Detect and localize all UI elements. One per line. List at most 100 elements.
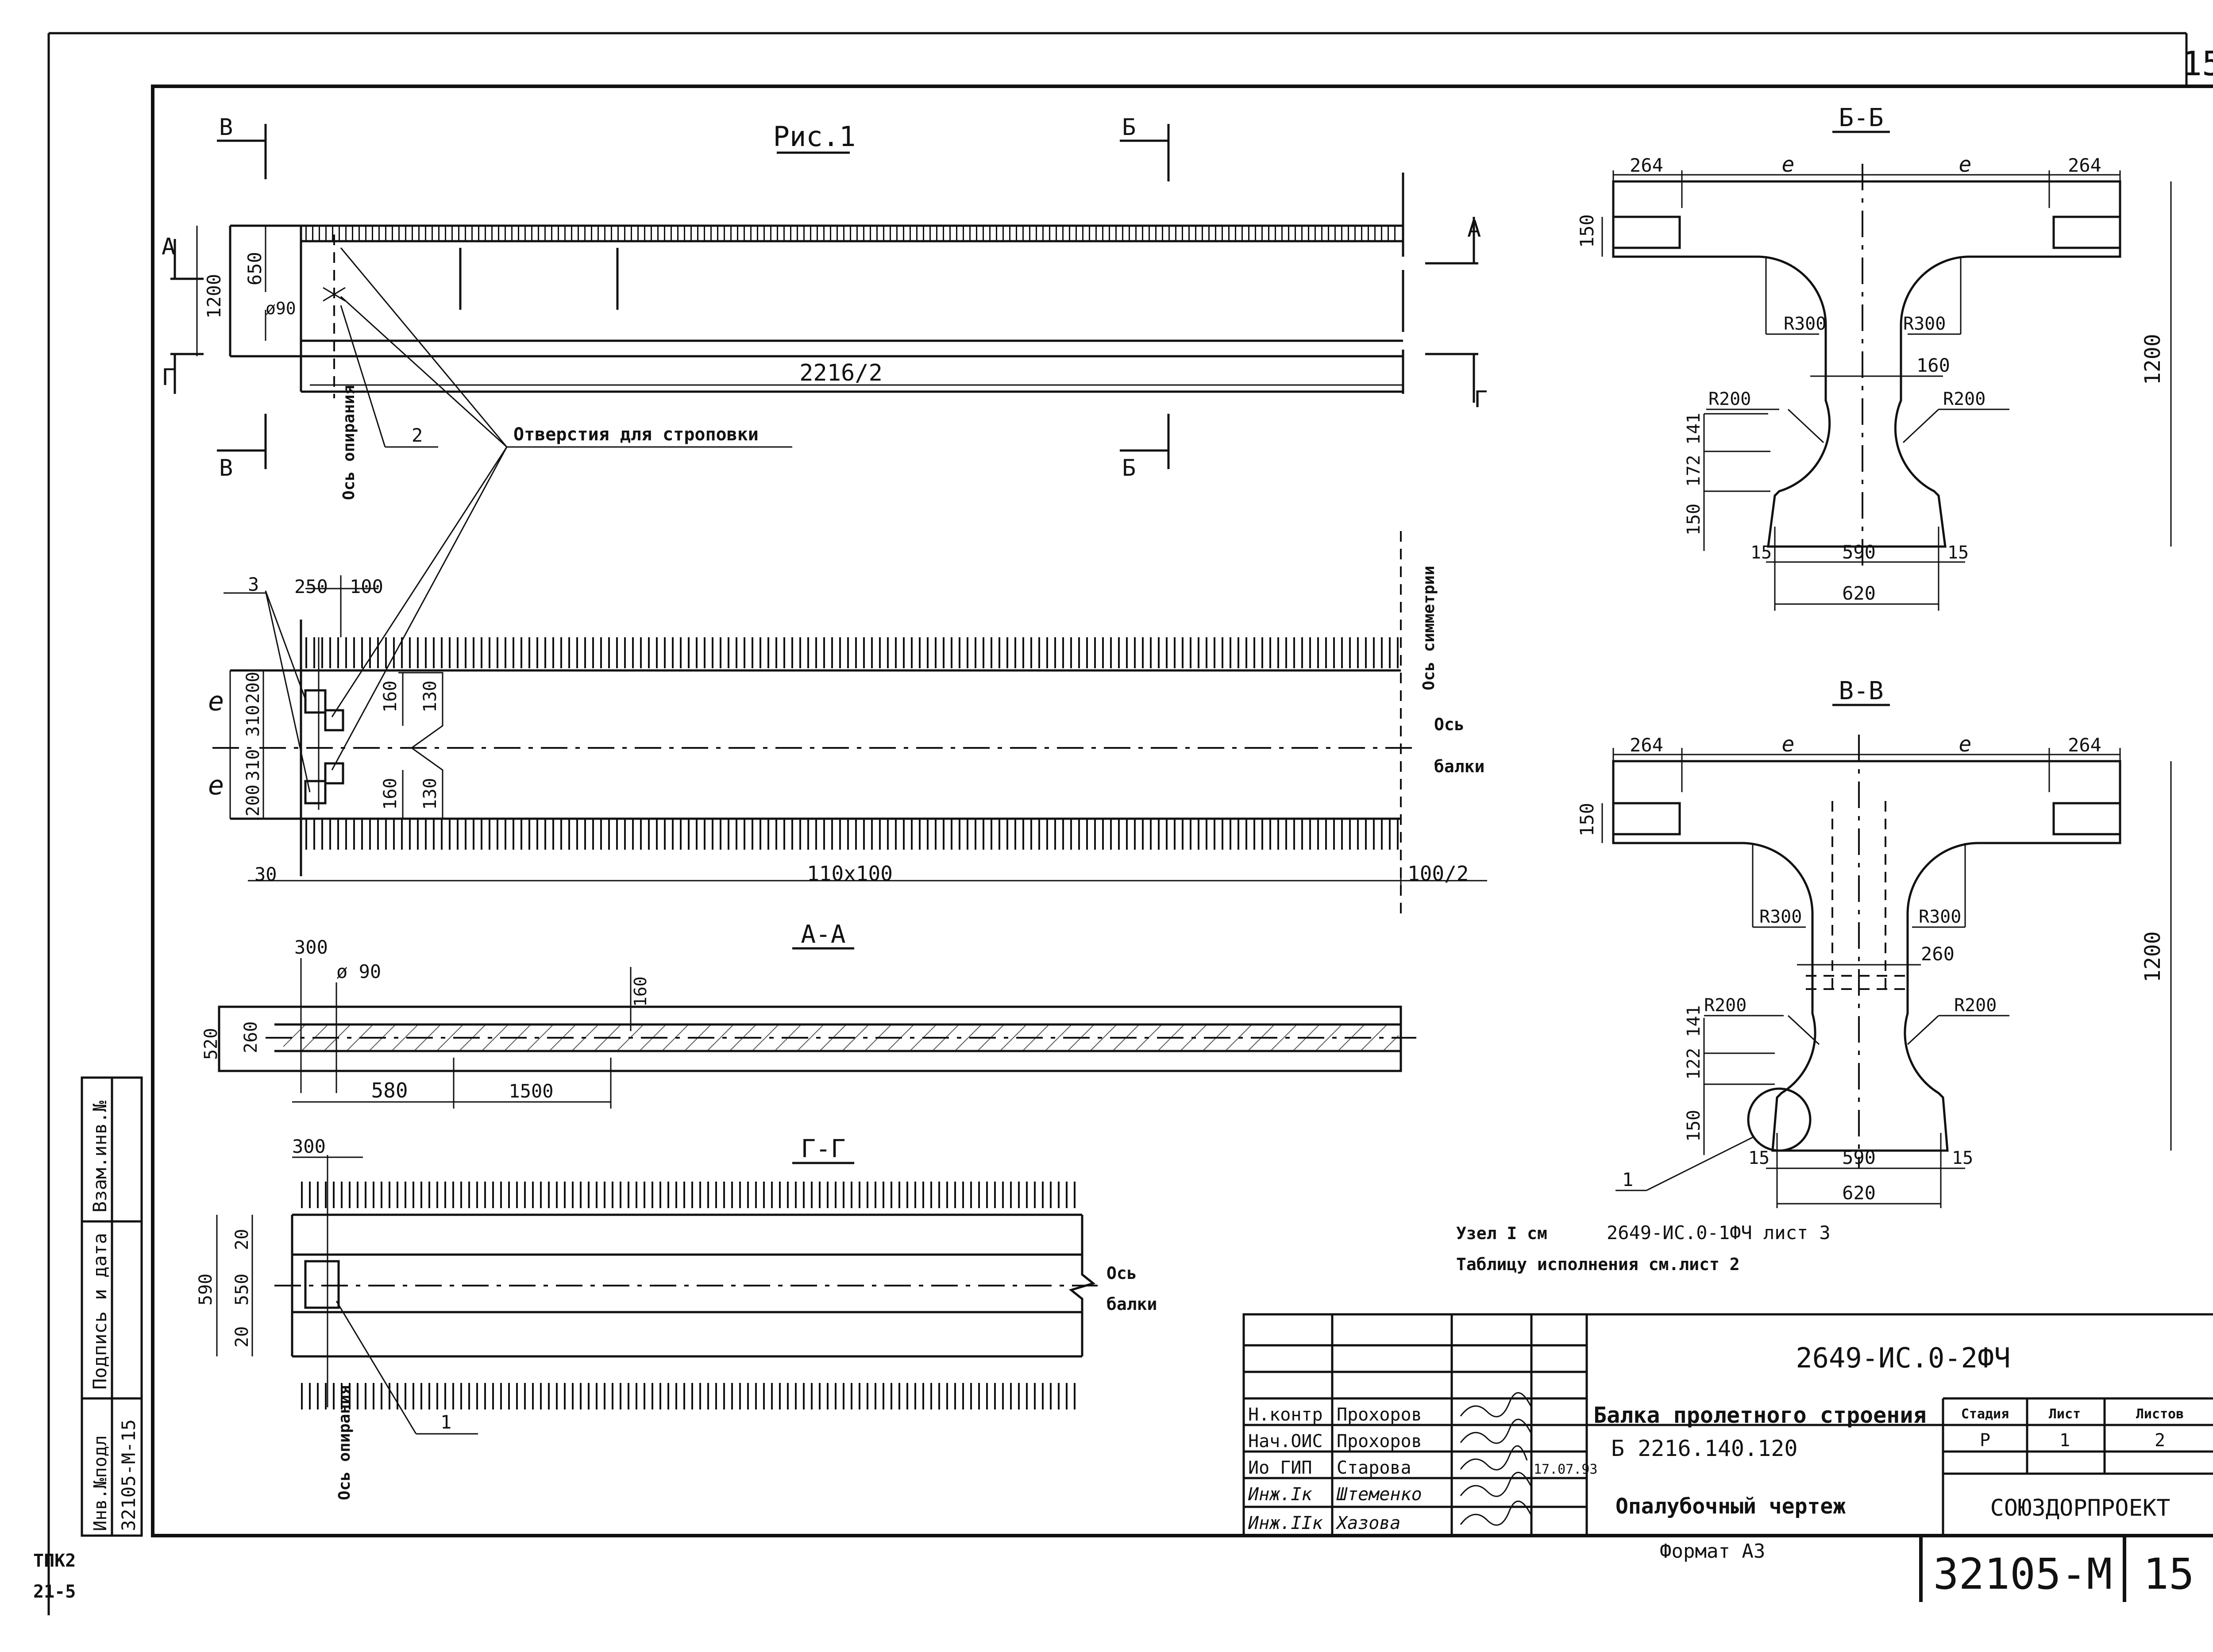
vv-dim-620: 620 — [1842, 1182, 1876, 1204]
fig1-dim-650: 650 — [244, 252, 266, 285]
tb-signer-name: Старова — [1337, 1458, 1411, 1478]
left-code-top: ТПК2 — [33, 1551, 76, 1571]
tb-stage-head: Стадия — [1961, 1406, 2009, 1422]
aa-dim-1500: 1500 — [509, 1080, 553, 1102]
aa-dim-580: 580 — [371, 1078, 408, 1102]
aa-dim-160: 160 — [631, 976, 650, 1007]
plan-dim-160-bottom: 160 — [380, 778, 401, 810]
section-aa: А-А 300 ø 90 160 520 260 580 1500 — [201, 920, 1416, 1109]
tb-signer-name: Хазова — [1335, 1513, 1401, 1533]
plan-dim-200-bottom: 200 — [243, 785, 263, 816]
tb-org: СОЮЗДОРПРОЕКТ — [1990, 1495, 2171, 1521]
fig1-dim-1200: 1200 — [203, 274, 225, 319]
gg-callout-1: 1 — [440, 1411, 451, 1433]
plan-dim-110x100: 110x100 — [807, 862, 893, 886]
tb-signature — [1460, 1501, 1532, 1526]
tb-sheet-head: Лист — [2049, 1406, 2081, 1422]
sec-mark-v-top: В — [219, 114, 233, 141]
plan-dim-130-top: 130 — [420, 681, 440, 712]
corner-sheet-number: 15 — [2182, 44, 2213, 83]
section-bb: Б-Б 264 e e 264 150 1200 R300 R300 160 R… — [1576, 104, 2172, 611]
bottom-stamp-code: 32105-М — [1933, 1549, 2113, 1599]
tb-signer-row: Инж.Iк Штеменко — [1248, 1472, 1532, 1505]
aa-dim-300: 300 — [294, 936, 328, 958]
tb-signer-name: Прохоров — [1337, 1405, 1422, 1425]
bottom-stamp-page: 15 — [2143, 1549, 2194, 1599]
tb-sheets-value: 2 — [2155, 1430, 2165, 1451]
fig1-support-axis-label: Ось опирания — [340, 385, 358, 500]
section-gg-title: Г-Г — [801, 1135, 845, 1163]
vv-r200-right: R200 — [1954, 995, 1997, 1016]
tb-signature — [1460, 1419, 1532, 1444]
vv-dim-122-141: 122 141 — [1684, 1005, 1704, 1080]
title-block: 2649-ИС.0-2ФЧ Балка пролетного строения … — [1242, 1313, 2213, 1537]
vv-r300-left: R300 — [1759, 907, 1802, 927]
vv-callout-1: 1 — [1622, 1169, 1633, 1190]
gg-dim-300: 300 — [292, 1136, 326, 1157]
bb-dim-160: 160 — [1916, 354, 1950, 376]
bb-dim-620: 620 — [1842, 582, 1876, 604]
vv-dim-e-right: e — [1959, 732, 1972, 757]
plan-dim-100-2: 100/2 — [1407, 862, 1469, 886]
tb-signer-role: Инж.Iк — [1248, 1484, 1312, 1505]
plan-view: 3 250 100 e e 200 310 310 200 160 130 16… — [208, 447, 1487, 920]
vv-dim-264-left: 264 — [1630, 734, 1663, 756]
tb-signer-role: Нач.ОИС — [1248, 1431, 1323, 1452]
tb-signature — [1460, 1445, 1528, 1471]
bb-r200-left: R200 — [1708, 389, 1751, 409]
sec-mark-v-bottom: В — [219, 455, 233, 481]
section-aa-title: А-А — [801, 920, 845, 949]
note-table: Таблицу исполнения см.лист 2 — [1456, 1255, 1740, 1274]
bb-dim-e-left: e — [1782, 152, 1795, 177]
plan-dim-30: 30 — [254, 863, 277, 885]
vv-r200-left: R200 — [1704, 995, 1746, 1016]
plan-symmetry-axis: Ось симметрии — [1420, 566, 1438, 690]
vv-dim-e-left: e — [1782, 732, 1795, 757]
fig1-elevation: Рис.1 1200 650 ø90 2 — [162, 114, 1488, 500]
gg-dim-550: 550 — [232, 1274, 252, 1305]
fig1-top-ticks — [301, 226, 1403, 243]
note-uzel-label: Узел I см — [1456, 1224, 1547, 1243]
bb-dim-150-low: 150 — [1684, 504, 1704, 535]
bb-dim-15-right: 15 — [1947, 543, 1969, 563]
plan-dim-250: 250 — [294, 576, 328, 597]
vv-dim-590: 590 — [1842, 1147, 1876, 1168]
bb-dim-264-right: 264 — [2068, 154, 2101, 176]
plan-callout-3: 3 — [248, 574, 259, 595]
vv-dim-260: 260 — [1921, 943, 1955, 965]
section-bb-title: Б-Б — [1839, 104, 1883, 132]
section-vv: В-В 264 e e 264 150 1200 R300 R300 260 R… — [1576, 677, 2172, 1208]
sec-mark-b-bottom: Б — [1122, 455, 1136, 481]
tb-doc-code: 2649-ИС.0-2ФЧ — [1796, 1342, 2010, 1374]
gg-support-axis: Ось опирания — [335, 1385, 354, 1500]
tb-sheet-value: 1 — [2059, 1430, 2070, 1451]
tb-date: 17.07.93 — [1534, 1462, 1598, 1477]
plan-dim-310-bottom: 310 — [243, 749, 263, 781]
bb-dim-e-right: e — [1959, 152, 1972, 177]
plan-dim-130-bottom: 130 — [420, 778, 440, 810]
tb-signer-row: Нач.ОИС Прохоров — [1248, 1419, 1532, 1452]
sec-mark-a-left: А — [162, 234, 175, 260]
section-gg: Г-Г 300 20 550 20 590 Ось балки Ось опир… — [196, 1135, 1157, 1500]
bb-dim-1200: 1200 — [2140, 334, 2165, 385]
plan-beam-axis-1: Ось — [1434, 715, 1465, 734]
gg-dim-20-bottom: 20 — [232, 1326, 252, 1348]
tb-signer-role: Н.контр — [1248, 1405, 1323, 1425]
fig1-dim-half-length: 2216/2 — [799, 360, 883, 386]
vv-dim-150: 150 — [1576, 803, 1598, 836]
tb-signer-name: Прохоров — [1337, 1431, 1422, 1452]
fig1-callout-2: 2 — [412, 424, 423, 446]
plan-e-top: e — [208, 686, 224, 717]
tb-stage-value: Р — [1980, 1430, 1990, 1451]
vv-dim-15-left: 15 — [1748, 1148, 1770, 1168]
left-code-bottom: 21-5 — [33, 1582, 76, 1602]
sheet-frame — [47, 32, 2213, 1615]
aa-dim-260: 260 — [241, 1021, 261, 1053]
bb-dim-172: 172 — [1684, 455, 1704, 487]
stamp-podpis-data: Подпись и дата — [89, 1233, 111, 1390]
aa-dim-d90: ø 90 — [336, 961, 381, 982]
tb-drawing-type: Опалубочный чертеж — [1615, 1494, 1846, 1519]
vv-dim-264-right: 264 — [2068, 734, 2101, 756]
bb-r300-right: R300 — [1903, 314, 1946, 334]
